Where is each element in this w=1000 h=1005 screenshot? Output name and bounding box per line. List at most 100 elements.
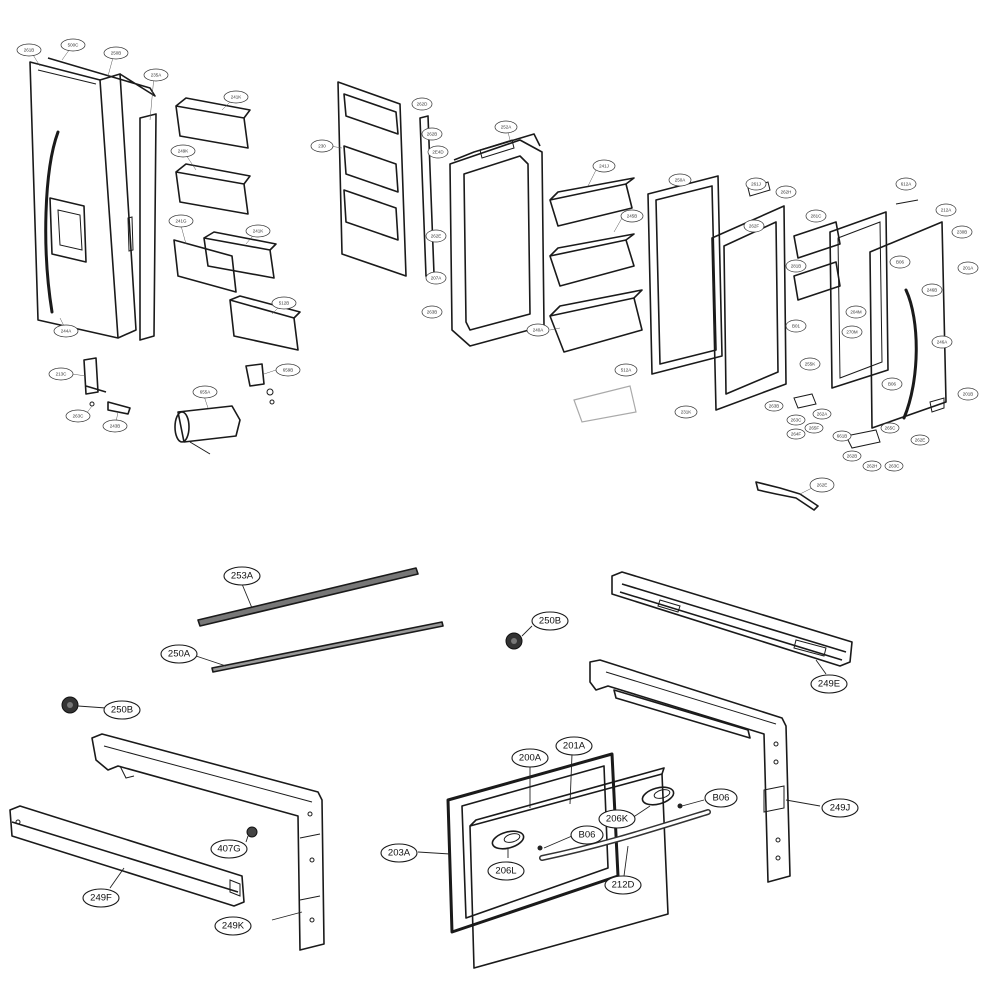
svg-text:612A: 612A [901,182,912,187]
callout-201A: 201A [555,736,593,756]
svg-text:255K: 255K [805,362,816,367]
svg-text:2E4D: 2E4D [432,150,444,155]
svg-text:250A: 250A [168,649,191,660]
svg-text:250A: 250A [675,178,686,183]
svg-text:261B: 261B [24,48,35,53]
svg-text:200A: 200A [519,753,542,764]
svg-text:250B: 250B [111,51,122,56]
svg-text:213C: 213C [56,372,68,377]
svg-text:261J: 261J [751,182,761,187]
svg-text:241J: 241J [599,164,609,169]
svg-text:206L: 206L [495,866,516,877]
svg-text:263C: 263C [791,418,803,423]
svg-text:407G: 407G [217,844,240,855]
svg-text:249J: 249J [830,803,851,814]
svg-text:262D: 262D [417,102,429,107]
svg-text:265C: 265C [885,426,897,431]
drawer-front-assembly [417,752,711,969]
part-249F-lower-rail [9,805,245,907]
svg-text:262F: 262F [749,224,760,229]
part-250A-rod [195,621,444,673]
svg-text:253A: 253A [231,571,254,582]
tiny-callouts-top-center: 230 262D 262B 2E4D 262E 207A 263B 252A 2… [310,97,644,377]
part-407G-screw [245,826,258,843]
part-250B-pinion-center [505,625,533,650]
svg-text:201B: 201B [963,392,974,397]
svg-text:207A: 207A [431,276,442,281]
callout-203A: 203A [380,843,418,863]
callout-249K: 249K [214,916,252,936]
callout-B06-right: B06 [704,788,738,808]
part-249K-bracket-left [91,733,325,951]
svg-text:263B: 263B [427,310,438,315]
svg-text:B06: B06 [896,260,905,265]
svg-text:B06: B06 [888,382,897,387]
callout-249J: 249J [821,798,859,818]
svg-text:263B: 263B [769,404,780,409]
svg-text:265F: 265F [809,426,820,431]
part-250B-pinion-left [61,696,107,714]
svg-text:246B: 246B [927,288,938,293]
svg-text:659B: 659B [283,368,294,373]
right-door-assembly [647,175,947,511]
door-bins-center [549,177,643,423]
svg-text:262H: 262H [781,190,792,195]
svg-text:250B: 250B [539,616,561,627]
small-parts-left [83,357,275,455]
svg-text:203A: 203A [388,848,411,859]
svg-text:512A: 512A [621,368,632,373]
svg-text:262B: 262B [847,454,858,459]
svg-text:241K: 241K [253,229,264,234]
svg-text:230: 230 [318,144,326,149]
svg-text:281C: 281C [811,214,823,219]
svg-text:500C: 500C [68,43,80,48]
tiny-callouts-top-left: 261B 500C 250B 235A 241K 249K 241G 241K … [16,38,301,433]
svg-text:206K: 206K [606,814,629,825]
left-door-assembly [29,57,157,341]
svg-text:246A: 246A [937,340,948,345]
door-panel-center [337,81,545,347]
svg-text:B01: B01 [792,324,801,329]
part-253A-rail [197,567,419,627]
svg-text:212A: 212A [941,208,952,213]
svg-text:262E: 262E [915,438,926,443]
callout-250A: 250A [160,644,198,664]
svg-text:249K: 249K [222,921,245,932]
callout-250B-left: 250B [103,700,141,720]
svg-text:252A: 252A [501,125,512,130]
svg-text:263C: 263C [889,464,901,469]
svg-text:231K: 231K [681,410,692,415]
svg-text:263C: 263C [73,414,85,419]
svg-text:230B: 230B [957,230,968,235]
callout-249E: 249E [810,674,848,694]
svg-text:661B: 661B [837,434,848,439]
svg-text:262E: 262E [431,234,442,239]
svg-text:249E: 249E [818,679,840,690]
svg-text:262A: 262A [817,412,828,417]
svg-text:241G: 241G [175,219,187,224]
callout-249F: 249F [82,888,120,908]
svg-text:264F: 264F [791,432,802,437]
tiny-callouts-top-right: 250A 261J 262H 262F 281C 281B B01 255K 2… [668,173,979,495]
svg-text:281B: 281B [791,264,802,269]
svg-text:240A: 240A [533,328,544,333]
svg-text:262E: 262E [817,483,828,488]
svg-text:250B: 250B [111,705,133,716]
callout-206L: 206L [487,861,525,881]
svg-text:512B: 512B [279,301,290,306]
svg-text:249F: 249F [90,893,112,904]
svg-text:262B: 262B [427,132,438,137]
svg-text:201A: 201A [963,266,974,271]
svg-text:235A: 235A [151,73,162,78]
callout-200A: 200A [511,748,549,768]
svg-text:212D: 212D [612,880,635,891]
callout-253A: 253A [223,566,261,586]
svg-text:270M: 270M [846,330,858,335]
svg-text:B06: B06 [579,830,596,841]
svg-text:241K: 241K [231,95,242,100]
part-249J-bracket-right [589,659,821,883]
callout-407G: 407G [210,839,248,859]
svg-text:249K: 249K [178,149,189,154]
